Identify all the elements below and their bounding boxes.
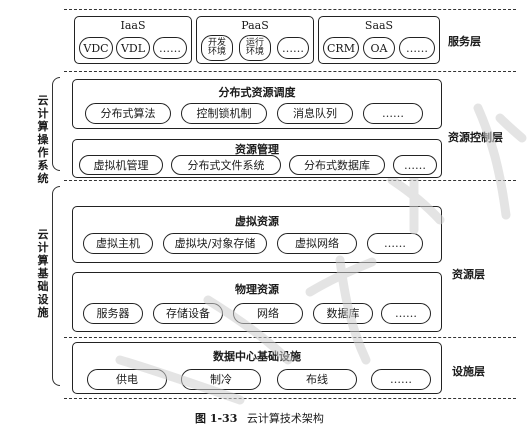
paas-group: PaaS 开发 环境 运行 环境 …… [196,16,314,64]
iaas-group: IaaS VDC VDL …… [74,16,192,64]
resource-layer-label: 资源层 [452,268,485,281]
saas-title: SaaS [364,19,394,32]
paas-item-dev-env: 开发 环境 [201,35,233,61]
service-layer-top-divider [64,9,516,10]
paas-item-more: …… [277,37,309,59]
mgmt-item-vm: 虚拟机管理 [79,155,163,175]
paas-item-run-env: 运行 环境 [239,35,271,61]
mgmt-item-ddb: 分布式数据库 [289,155,385,175]
scheduling-item-lock: 控制锁机制 [181,103,267,124]
virtual-item-network: 虚拟网络 [277,233,357,254]
mgmt-item-dfs: 分布式文件系统 [171,155,281,175]
paas-dev-env-label: 开发 环境 [207,37,226,57]
saas-item-crm: CRM [323,37,359,59]
facility-layer-label: 设施层 [452,365,485,378]
physical-item-database: 数据库 [313,303,373,324]
iaas-item-more: …… [153,37,187,59]
cloud-os-label: 云计算操作系统 [37,94,49,185]
virtual-item-more: …… [367,233,423,254]
paas-run-env-label: 运行 环境 [245,37,264,57]
saas-item-oa: OA [363,37,395,59]
saas-item-more: …… [399,37,435,59]
datacenter-item-more: …… [371,369,431,390]
cloud-infra-label: 云计算基础设施 [37,228,49,319]
iaas-title: IaaS [120,19,146,32]
distributed-scheduling-box: 分布式资源调度 分布式算法 控制锁机制 消息队列 …… [72,79,442,129]
resource-control-layer-label: 资源控制层 [448,131,503,144]
distributed-scheduling-title: 分布式资源调度 [218,86,296,99]
physical-item-storage: 存储设备 [153,303,223,324]
resource-facility-divider [64,337,516,338]
physical-item-more: …… [381,303,431,324]
virtual-item-host: 虚拟主机 [83,233,153,254]
bottom-divider [64,398,516,399]
resource-control-divider [64,180,516,181]
physical-item-network: 网络 [233,303,303,324]
figure-number: 图 1-33 [195,412,238,425]
service-layer-label: 服务层 [448,35,481,48]
scheduling-item-more: …… [363,103,423,124]
datacenter-box: 数据中心基础设施 供电 制冷 布线 …… [72,342,442,394]
datacenter-item-cooling: 制冷 [181,369,261,390]
scheduling-item-queue: 消息队列 [277,103,353,124]
cloud-os-brace [52,77,60,171]
datacenter-item-cabling: 布线 [277,369,357,390]
paas-title: PaaS [241,19,269,32]
iaas-item-vdl: VDL [116,37,150,59]
datacenter-item-power: 供电 [87,369,167,390]
resource-management-box-final: 资源管理虚拟机管理分布式文件系统分布式数据库 …… [72,139,442,178]
resource-management-title-final: 资源管理 [235,143,279,156]
scheduling-item-algorithm: 分布式算法 [85,103,171,124]
virtual-resources-title: 虚拟资源 [235,215,279,228]
physical-resources-title: 物理资源 [235,283,279,296]
physical-item-server: 服务器 [83,303,143,324]
saas-group: SaaS CRM OA …… [318,16,440,64]
service-resource-divider [64,71,516,72]
physical-resources-box: 物理资源 服务器 存储设备 网络 数据库 …… [72,272,442,332]
datacenter-title: 数据中心基础设施 [213,350,301,363]
virtual-resources-box: 虚拟资源 虚拟主机 虚拟块/对象存储 虚拟网络 …… [72,206,442,263]
virtual-item-storage: 虚拟块/对象存储 [163,233,267,254]
mgmt-item-more: …… [393,155,437,175]
iaas-item-vdc: VDC [79,37,113,59]
cloud-infra-brace [52,186,60,386]
figure-caption: 图 1-33 云计算技术架构 [195,410,324,426]
figure-title: 云计算技术架构 [246,412,324,425]
